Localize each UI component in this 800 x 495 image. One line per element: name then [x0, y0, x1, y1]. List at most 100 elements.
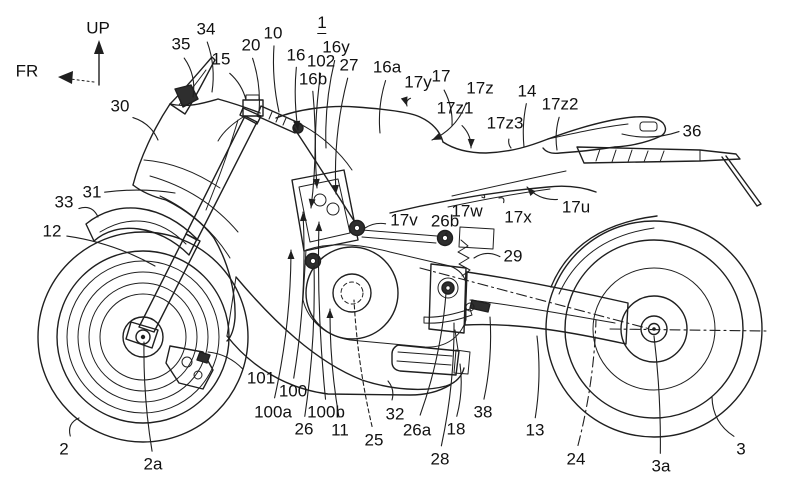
rear-wheel [545, 220, 767, 438]
fairing-rear-edge [293, 127, 359, 228]
ref-label-3: 3 [736, 439, 746, 459]
leader-line-17z3 [508, 138, 512, 149]
leader-line-30 [132, 116, 159, 141]
ref-label-2: 2 [59, 439, 69, 459]
leader-line-16b [310, 90, 316, 209]
front-axle-center [140, 334, 146, 340]
swingarm-crease [469, 299, 616, 324]
caliper-bolt [193, 370, 203, 380]
leader-line-13 [534, 335, 540, 419]
leader-arrowhead-16b [308, 198, 316, 208]
caliper-pad [196, 351, 211, 364]
leader-arrowhead-17y [400, 96, 408, 106]
leader-arrowhead-17z1 [467, 138, 475, 148]
drive-sprocket [437, 277, 459, 299]
ref-label-17z3: 17z3 [486, 113, 524, 133]
front-tire-outer [37, 231, 249, 443]
bolt-center [353, 224, 361, 232]
leader-line-38 [483, 316, 492, 400]
leader-line-12 [66, 235, 156, 267]
leader-line-2 [68, 417, 80, 437]
tail-light [639, 121, 658, 132]
ref-label-16a: 16a [372, 57, 402, 77]
leader-line-17 [443, 89, 453, 127]
muffler-lines [396, 351, 453, 366]
caliper-bolt [181, 356, 193, 368]
leader-line-101 [207, 351, 244, 370]
ref-label-100b: 100b [307, 402, 345, 422]
leader-line-100b [317, 221, 327, 400]
leader-arrowhead-17z [432, 133, 442, 140]
leader-line-100a [274, 249, 292, 399]
ref-label-12: 12 [42, 221, 62, 241]
leader-line-11 [329, 308, 340, 418]
leader-line-14 [522, 103, 527, 148]
ref-label-24: 24 [566, 449, 586, 469]
rear-hub-inner [640, 315, 668, 343]
subframe-lower-rail [447, 188, 551, 208]
fairing-crease-2 [159, 195, 231, 259]
belly-pan [226, 276, 465, 396]
rear-hugger [550, 215, 658, 295]
clutch-cover [305, 246, 399, 340]
ref-label-17z2: 17z2 [541, 94, 579, 114]
ref-label-17z: 17z [466, 78, 494, 98]
belly-front-edge [226, 276, 237, 337]
bolt-center [309, 257, 317, 265]
leader-line-26a [419, 292, 447, 416]
leader-line-15 [229, 72, 247, 101]
ref-label-34: 34 [196, 19, 216, 39]
ref-label-2a: 2a [143, 454, 163, 474]
leader-line-27 [334, 77, 349, 195]
ref-label-16: 16 [286, 45, 306, 65]
leader-line-102 [314, 72, 322, 189]
leader-line-33 [78, 206, 99, 218]
front-fender-outline [85, 207, 198, 256]
ref-label-28: 28 [430, 449, 450, 469]
front-brake-disc-ring [77, 271, 209, 403]
ref-label-UP: UP [86, 18, 110, 38]
ref-label-17x: 17x [504, 207, 532, 227]
airbox-outline [291, 169, 359, 252]
leader-arrowhead-100a [287, 250, 295, 260]
leader-line-28 [440, 322, 455, 447]
ref-label-17v: 17v [390, 210, 418, 230]
leader-line-16y [325, 59, 336, 149]
leader-line-32 [387, 380, 394, 401]
leader-arrowhead-100 [299, 212, 307, 222]
electrical-box [458, 226, 495, 250]
belly-lower-edge [226, 335, 451, 396]
drive-chain-centerline [419, 267, 651, 330]
frame-lower-rail [361, 229, 438, 244]
fairing-beak [132, 184, 167, 201]
tail-upper [547, 116, 667, 148]
ref-label-17w: 17w [451, 201, 483, 221]
windscreen [169, 56, 216, 115]
rear-axle [647, 322, 661, 336]
ref-label-18: 18 [446, 419, 466, 439]
rider-seat [442, 138, 549, 154]
ref-label-38: 38 [473, 402, 493, 422]
fairing-crease-1 [149, 175, 239, 233]
ref-label-11: 11 [331, 420, 349, 440]
leader-line-10 [272, 45, 280, 113]
ref-label-17z1: 17z1 [436, 98, 474, 118]
ref-label-FR: FR [15, 61, 39, 81]
muffler-end [453, 349, 471, 375]
fairing-crease-3 [143, 159, 221, 189]
fork-top-clamp [239, 107, 262, 125]
fairing-side-edge [213, 237, 236, 342]
mirror-mount [174, 84, 199, 108]
ref-label-26a: 26a [402, 420, 432, 440]
ref-label-31: 31 [82, 182, 102, 202]
cowl-top-edge [169, 98, 261, 114]
front-axle-bracket [125, 321, 159, 349]
leader-arrowhead-11 [326, 309, 334, 319]
ref-label-35: 35 [171, 34, 191, 54]
swingarm [464, 271, 629, 345]
tail-underside [542, 146, 616, 154]
ref-label-102: 102 [306, 51, 336, 71]
ref-label-32: 32 [385, 404, 405, 424]
caliper-body [165, 345, 214, 390]
front-fender-crease [99, 220, 187, 245]
